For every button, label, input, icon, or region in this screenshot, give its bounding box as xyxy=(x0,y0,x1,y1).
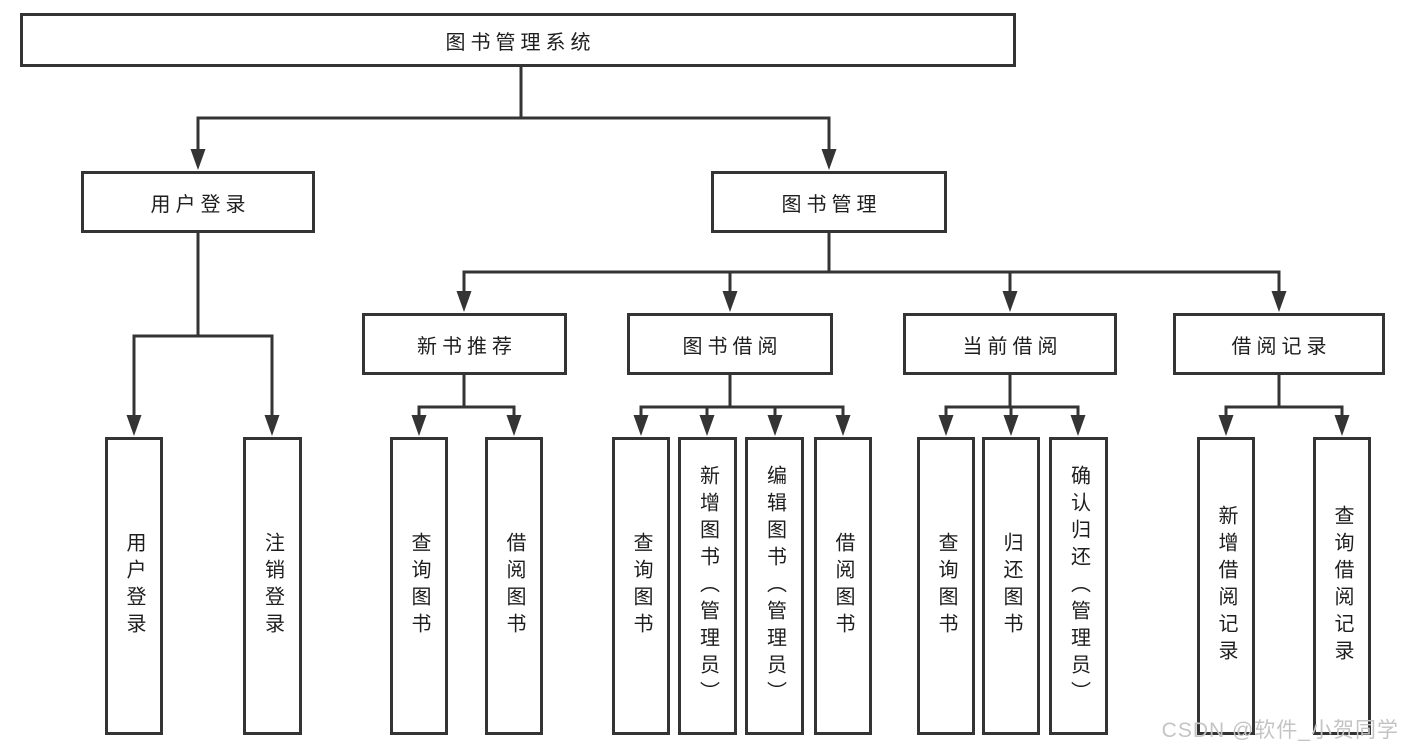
leaf-borrow-books-borrowing: 借阅图书 xyxy=(814,437,872,735)
leaf-borrow-books-recommend: 借阅图书 xyxy=(485,437,543,735)
leaf-edit-book-admin: 编辑图书（管理员） xyxy=(745,437,804,735)
leaf-query-books-current: 查询图书 xyxy=(917,437,975,735)
leaf-user-login: 用户登录 xyxy=(105,437,163,735)
leaf-logout: 注销登录 xyxy=(243,437,302,735)
leaf-query-books-recommend: 查询图书 xyxy=(390,437,448,735)
node-new-book-recommend: 新书推荐 xyxy=(362,313,567,375)
leaf-add-borrow-record: 新增借阅记录 xyxy=(1197,437,1255,735)
leaf-query-books-borrowing: 查询图书 xyxy=(612,437,670,735)
node-user-login: 用户登录 xyxy=(81,171,315,233)
leaf-confirm-return-admin: 确认归还（管理员） xyxy=(1049,437,1108,735)
leaf-add-book-admin: 新增图书（管理员） xyxy=(678,437,737,735)
node-book-management: 图书管理 xyxy=(711,171,947,233)
csdn-watermark: CSDN @软件_小贺同学 xyxy=(1161,719,1399,742)
leaf-query-borrow-record: 查询借阅记录 xyxy=(1313,437,1371,735)
node-book-borrowing: 图书借阅 xyxy=(627,313,833,375)
leaf-return-books: 归还图书 xyxy=(982,437,1040,735)
node-current-borrowing: 当前借阅 xyxy=(903,313,1117,375)
node-library-management-system: 图书管理系统 xyxy=(20,13,1016,67)
node-borrowing-records: 借阅记录 xyxy=(1173,313,1385,375)
